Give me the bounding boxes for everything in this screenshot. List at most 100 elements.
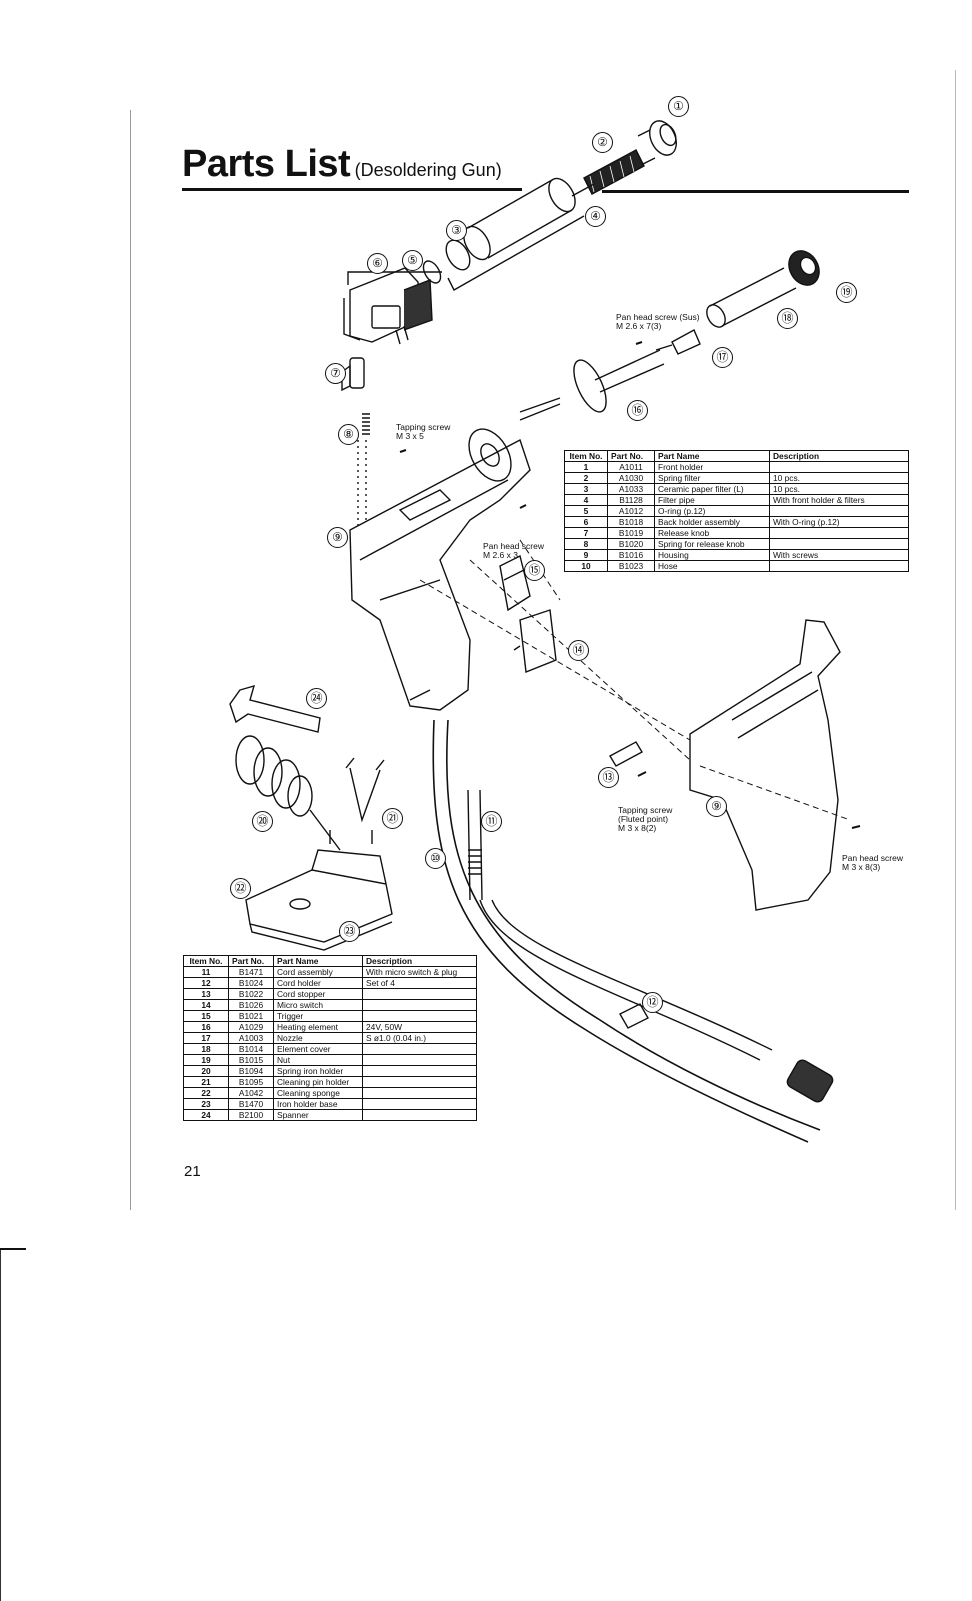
- parts-table-1: Item No. Part No. Part Name Description …: [564, 450, 909, 572]
- back-holder-part: [343, 267, 433, 345]
- scan-corner-mark: [0, 1248, 26, 1250]
- title-rule: [182, 188, 522, 191]
- callout-4: ④: [585, 206, 606, 227]
- col-part-no: Part No.: [228, 955, 274, 967]
- release-spring-part: [362, 413, 370, 435]
- small-screws: [399, 341, 861, 829]
- callout-10: ⑩: [425, 848, 446, 869]
- label-pan-head-right: Pan head screw M 3 x 8(3): [842, 853, 903, 872]
- callout-22: ㉒: [230, 878, 251, 899]
- filter-pipe-part: [463, 177, 595, 261]
- col-part-no: Part No.: [607, 450, 655, 462]
- callout-13: ⑬: [598, 767, 619, 788]
- callout-23: ㉓: [339, 921, 360, 942]
- callout-16: ⑯: [627, 400, 648, 421]
- table-header-row: Item No. Part No. Part Name Description: [564, 450, 909, 462]
- callout-7: ⑦: [325, 363, 346, 384]
- callout-24: ㉔: [306, 688, 327, 709]
- o-ring-part: [422, 260, 442, 284]
- callout-6: ⑥: [367, 253, 388, 274]
- cord-assembly-part: [467, 789, 834, 1103]
- page-title: Parts List (Desoldering Gun): [182, 143, 502, 186]
- element-cover-part: [706, 267, 797, 328]
- housing-right-part: [689, 619, 841, 911]
- col-item-no: Item No.: [183, 955, 229, 967]
- front-holder-part: [637, 120, 677, 165]
- bracket-4: [447, 215, 585, 291]
- table-header-row: Item No. Part No. Part Name Description: [183, 955, 477, 967]
- nozzle-part: [655, 329, 701, 355]
- micro-switch-part: [513, 609, 557, 673]
- cord-stopper-part: [609, 741, 643, 767]
- label-tapping-screw-top: Tapping screw M 3 x 5: [396, 422, 451, 441]
- nut-part: [788, 250, 820, 286]
- callout-18: ⑱: [777, 308, 798, 329]
- scan-right-edge: [955, 70, 956, 1210]
- heating-element-part: [519, 349, 665, 421]
- scan-left-line: [0, 1250, 1, 1601]
- callout-9a: ⑨: [327, 527, 348, 548]
- bracket-6: [347, 271, 442, 285]
- callout-3: ③: [446, 220, 467, 241]
- label-pan-head-mid: Pan head screw M 2.6 x 3: [483, 541, 544, 560]
- callout-19: ⑲: [836, 282, 857, 303]
- col-part-name: Part Name: [273, 955, 363, 967]
- hose-part: [432, 719, 821, 1143]
- spring-filter-part: [583, 149, 645, 195]
- callout-21: ㉑: [382, 808, 403, 829]
- assembly-lines: [419, 539, 851, 821]
- callout-5: ⑤: [402, 250, 423, 271]
- callout-17: ⑰: [712, 347, 733, 368]
- callout-15: ⑮: [524, 560, 545, 581]
- housing-left-part: [349, 428, 531, 711]
- label-pan-head-sus: Pan head screw (Sus) M 2.6 x 7(3): [616, 312, 700, 331]
- callout-12: ⑫: [642, 992, 663, 1013]
- page-number: 21: [184, 1163, 201, 1180]
- callout-2: ②: [592, 132, 613, 153]
- iron-holder-base-part: [245, 849, 393, 951]
- cleaning-pin-holder-part: [345, 757, 385, 823]
- callout-14: ⑭: [568, 640, 589, 661]
- col-part-name: Part Name: [654, 450, 770, 462]
- callout-1: ①: [668, 96, 689, 117]
- title-main: Parts List: [182, 143, 351, 185]
- callout-11: ⑪: [481, 811, 502, 832]
- callout-9b: ⑨: [706, 796, 727, 817]
- scan-left-edge: [130, 110, 131, 1210]
- cord-holder-part: [619, 1003, 649, 1029]
- col-description: Description: [769, 450, 909, 462]
- spring-iron-holder-part: [235, 735, 341, 851]
- parts-table-2: Item No. Part No. Part Name Description …: [183, 955, 477, 1121]
- title-subtitle: (Desoldering Gun): [354, 160, 502, 180]
- label-tapping-screw-fluted: Tapping screw (Fluted point) M 3 x 8(2): [618, 805, 673, 833]
- title-rule-right: [602, 190, 909, 193]
- col-item-no: Item No.: [564, 450, 608, 462]
- callout-20: ⑳: [252, 811, 273, 832]
- callout-8: ⑧: [338, 424, 359, 445]
- spanner-part: [229, 684, 321, 733]
